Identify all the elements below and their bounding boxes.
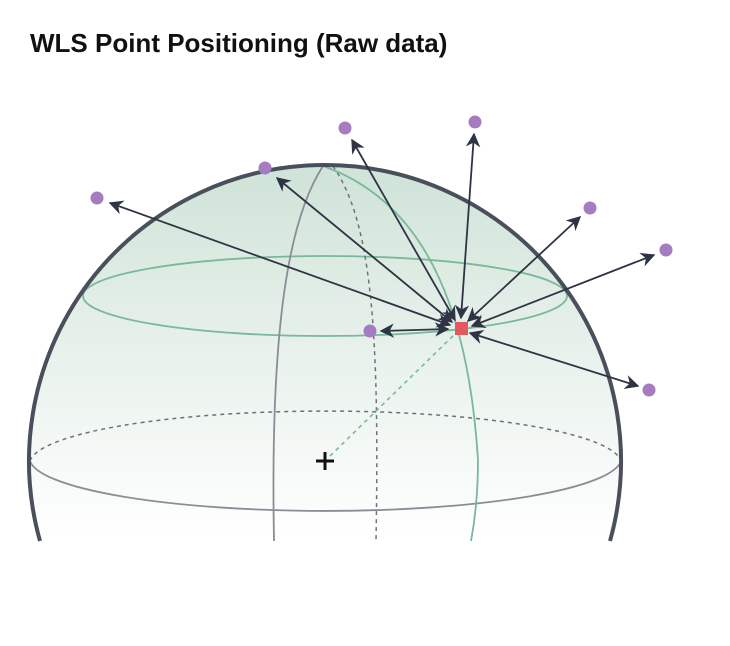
satellite-dot — [659, 243, 673, 257]
equator-back — [29, 410, 622, 462]
page-title: WLS Point Positioning (Raw data) — [30, 28, 448, 58]
range-arrow — [468, 330, 640, 389]
satellite-dot — [642, 383, 656, 397]
satellite-dot — [583, 201, 597, 215]
range-arrow — [470, 253, 656, 328]
satellite-dot — [363, 324, 377, 338]
plus-icon — [316, 452, 334, 470]
satellite-dot — [338, 121, 352, 135]
satellite-dot — [258, 161, 272, 175]
satellite-dot — [90, 191, 104, 205]
range-arrow — [351, 138, 456, 322]
equator-front — [29, 460, 622, 512]
range-arrow — [379, 322, 450, 338]
satellite-dot — [468, 115, 482, 129]
satellites — [90, 115, 673, 397]
center-to-receiver-line — [329, 330, 459, 457]
receiver-marker — [455, 322, 468, 335]
range-arrows — [108, 132, 656, 389]
